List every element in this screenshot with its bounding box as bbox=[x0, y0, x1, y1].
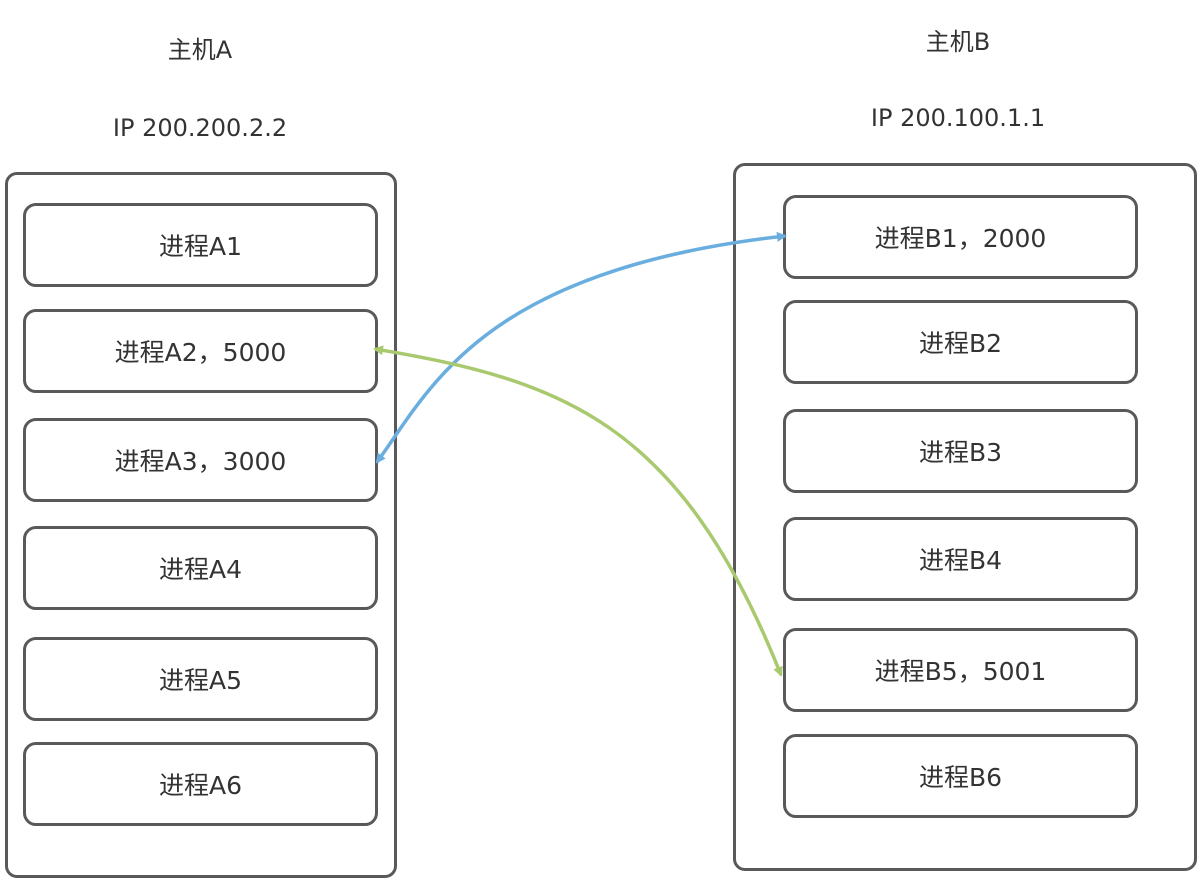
host-b-title: 主机B bbox=[925, 28, 991, 56]
process-a6[interactable]: 进程A6 bbox=[23, 742, 378, 826]
process-b1[interactable]: 进程B1，2000 bbox=[783, 195, 1138, 279]
host-a-title: 主机A bbox=[167, 36, 233, 64]
process-a4[interactable]: 进程A4 bbox=[23, 526, 378, 610]
host-b-ip: IP 200.100.1.1 bbox=[870, 104, 1046, 132]
link-a2-b5 bbox=[373, 345, 783, 677]
process-a2[interactable]: 进程A2，5000 bbox=[23, 309, 378, 393]
host-a-ip: IP 200.200.2.2 bbox=[112, 114, 288, 142]
process-b5[interactable]: 进程B5，5001 bbox=[783, 628, 1138, 712]
process-a5[interactable]: 进程A5 bbox=[23, 637, 378, 721]
process-a1[interactable]: 进程A1 bbox=[23, 203, 378, 287]
process-b6[interactable]: 进程B6 bbox=[783, 734, 1138, 818]
process-b4[interactable]: 进程B4 bbox=[783, 517, 1138, 601]
process-b2[interactable]: 进程B2 bbox=[783, 300, 1138, 384]
link-a3-b1 bbox=[375, 231, 787, 464]
process-b3[interactable]: 进程B3 bbox=[783, 409, 1138, 493]
process-a3[interactable]: 进程A3，3000 bbox=[23, 418, 378, 502]
